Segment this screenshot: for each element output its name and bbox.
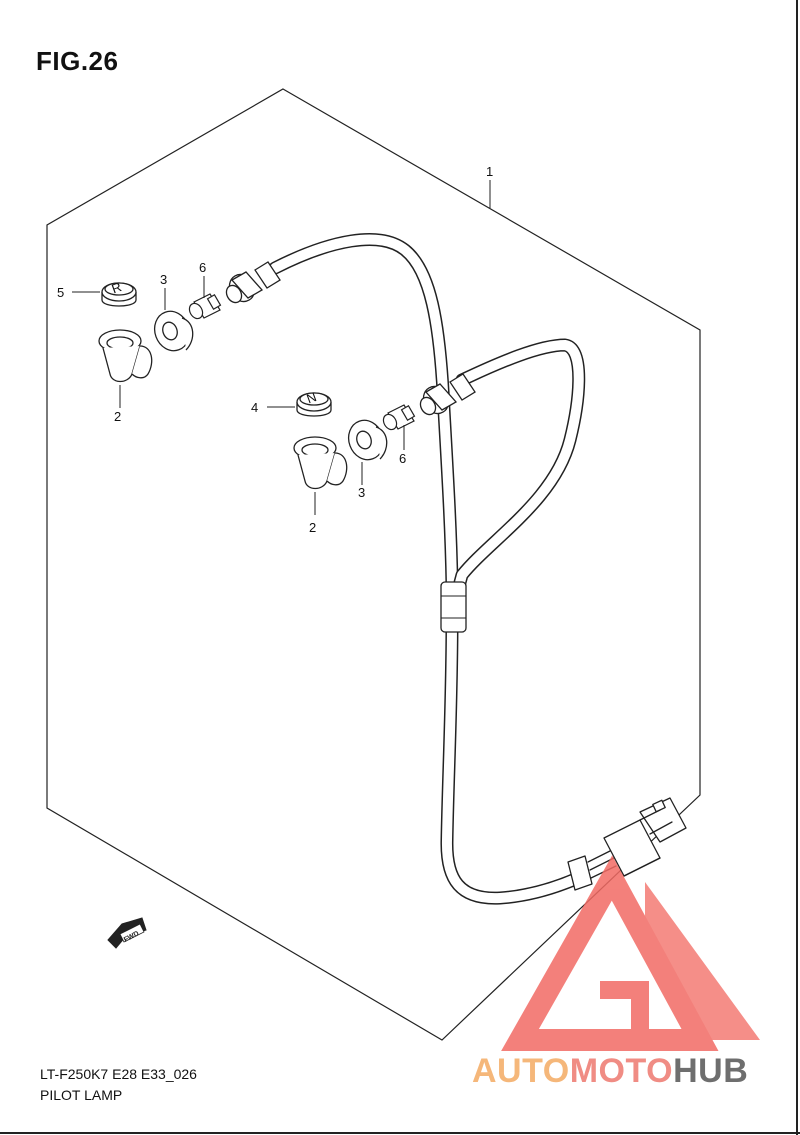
bulb-lower	[382, 404, 416, 431]
leader-lines	[72, 180, 491, 515]
cap-r	[101, 282, 137, 307]
assembly-frame	[46, 88, 701, 1041]
figure-title: FIG.26	[36, 46, 119, 76]
callout-3-lower: 3	[358, 485, 365, 500]
watermark-logo-icon	[501, 855, 760, 1051]
harness-coupler	[603, 797, 687, 877]
lamp-socket-lower	[293, 436, 348, 490]
callout-1: 1	[486, 164, 493, 179]
watermark-brand: AUTOMOTOHUB	[472, 1052, 748, 1091]
callout-2-lower: 2	[309, 520, 316, 535]
lamp-socket-upper	[98, 329, 153, 383]
bulb-upper	[188, 293, 222, 320]
watermark-part-2: MOTO	[569, 1052, 674, 1090]
wiring-harness	[268, 233, 687, 905]
harness-socket-upper	[225, 261, 281, 304]
figure-name: PILOT LAMP	[40, 1087, 123, 1103]
grommet-upper	[153, 310, 194, 352]
callout-2-upper: 2	[114, 409, 121, 424]
figure-code: LT-F250K7 E28 E33_026	[40, 1066, 197, 1082]
fwd-arrow: FWD	[107, 917, 147, 949]
cap-n	[296, 392, 332, 417]
watermark-part-1: AUTO	[472, 1052, 570, 1090]
grommet-lower	[347, 419, 388, 461]
callout-6-lower: 6	[399, 451, 406, 466]
watermark-part-3: HUB	[673, 1052, 749, 1090]
callout-3-upper: 3	[160, 272, 167, 287]
callout-4: 4	[251, 400, 258, 415]
callout-5: 5	[57, 285, 64, 300]
callout-6-upper: 6	[199, 260, 206, 275]
harness-socket-lower	[419, 373, 476, 416]
